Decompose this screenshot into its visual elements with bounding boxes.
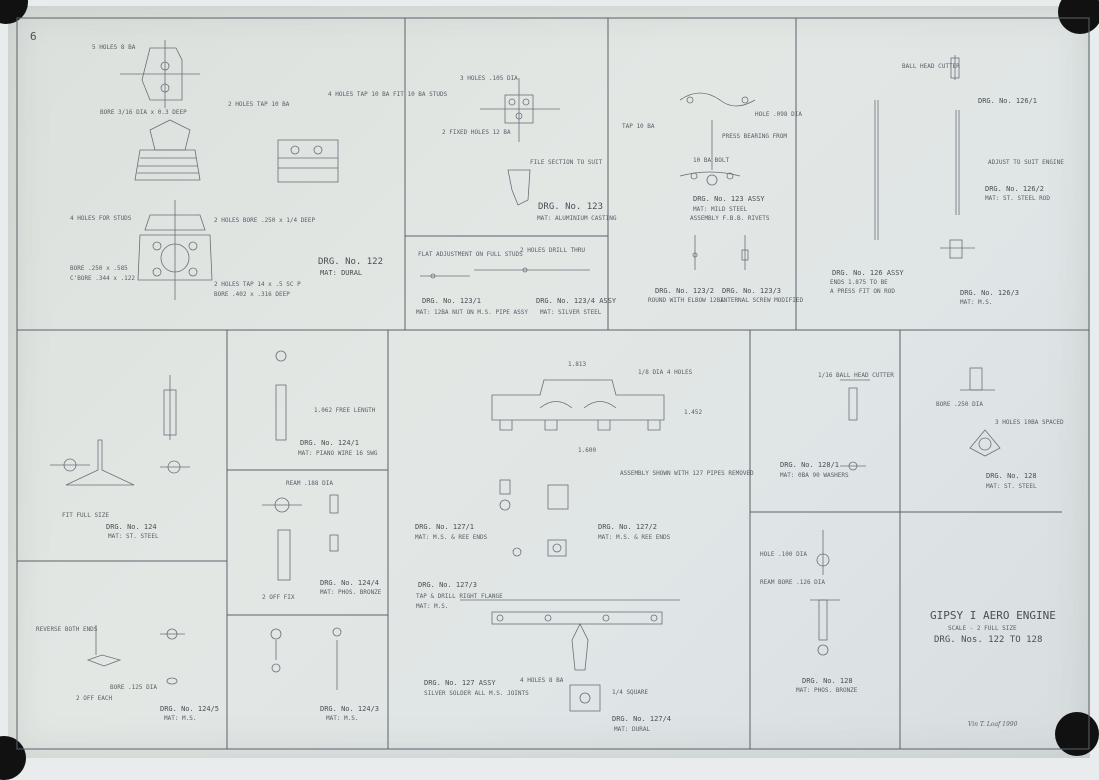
drg-123-1-material: MAT: 12BA NUT ON M.S. PIPE ASSY bbox=[416, 309, 528, 316]
drg-128-number: DRG. No. 128 bbox=[986, 472, 1037, 480]
drg-122-note-8: C'BORE .344 x .122 bbox=[70, 275, 136, 282]
drg-127-3-note: TAP & DRILL RIGHT FLANGE bbox=[416, 593, 503, 600]
drg-123a-note-5: ASSEMBLY F.B.B. RIVETS bbox=[690, 215, 770, 222]
drg-127-4-number: DRG. No. 127/4 bbox=[612, 715, 672, 723]
drg-122-number: DRG. No. 122 bbox=[318, 257, 384, 267]
drg-127-4-note-1: 4 HOLES 8 BA bbox=[520, 677, 564, 684]
drg-122-note-2: BORE 3/16 DIA x 0.3 DEEP bbox=[100, 109, 187, 116]
drg-128-1-material: MAT: 0BA 90 WASHERS bbox=[780, 472, 849, 479]
drg-123a-note-4: 10 BA BOLT bbox=[693, 157, 730, 164]
drg-122-note-4: 4 HOLES TAP 10 BA FIT 10 BA STUDS bbox=[328, 91, 448, 98]
drg-123-1-number: DRG. No. 123/1 bbox=[422, 297, 482, 305]
drg-122-material: MAT: DURAL bbox=[320, 269, 363, 277]
title-block-title: GIPSY I AERO ENGINE bbox=[930, 609, 1056, 622]
drg-127-1-material: MAT: M.S. & REE ENDS bbox=[415, 534, 488, 541]
drg-124-3-number: DRG. No. 124/3 bbox=[320, 705, 380, 713]
drg-128-material: MAT: ST. STEEL bbox=[986, 483, 1037, 490]
drg-128-1-note-1: 1/16 BALL HEAD CUTTER bbox=[818, 372, 894, 379]
drg-124-number: DRG. No. 124 bbox=[106, 523, 157, 531]
drg-122-note-10: BORE .402 x .316 DEEP bbox=[214, 291, 290, 298]
drg-124-1-material: MAT: PIANO WIRE 16 SWG bbox=[298, 450, 378, 457]
drg-126-note-3: ADJUST TO SUIT ENGINE bbox=[988, 159, 1064, 166]
drg-123-material: MAT: ALUMINIUM CASTING bbox=[537, 215, 617, 222]
drg-123a-note-1: TAP 10 BA bbox=[622, 123, 655, 130]
drg-126-material: ENDS 1.875 TO BE bbox=[830, 279, 888, 286]
drg-128b-material: MAT: PHOS. BRONZE bbox=[796, 687, 858, 694]
drg-124-1-number: DRG. No. 124/1 bbox=[300, 439, 360, 447]
drg-127-2-number: DRG. No. 127/2 bbox=[598, 523, 658, 531]
drg-128-1-number: DRG. No. 128/1 bbox=[780, 461, 840, 469]
drg-122-note-5: 4 HOLES FOR STUDS bbox=[70, 215, 132, 222]
drg-126-note-1: A PRESS FIT ON ROD bbox=[830, 288, 896, 295]
drg-123-3-material: INTERNAL SCREW MODIFIED bbox=[720, 297, 804, 304]
drg-123-note-3: FILE SECTION TO SUIT bbox=[530, 159, 603, 166]
drg-124-material: MAT: ST. STEEL bbox=[108, 533, 159, 540]
drg-126-3-material: MAT: M.S. bbox=[960, 299, 993, 306]
drg-126-3-number: DRG. No. 126/3 bbox=[960, 289, 1020, 297]
drg-123-3-number: DRG. No. 123/3 bbox=[722, 287, 782, 295]
drg-123-2-material: ROUND WITH ELBOW 12BA bbox=[648, 297, 724, 304]
drg-123a-material: MAT: MILD STEEL bbox=[693, 206, 748, 213]
drg-127-2-material: MAT: M.S. & REE ENDS bbox=[598, 534, 671, 541]
drg-126-note-2: BALL HEAD CUTTER bbox=[902, 63, 960, 70]
drg-127-1-number: DRG. No. 127/1 bbox=[415, 523, 475, 531]
drg-127-caption: ASSEMBLY SHOWN WITH 127 PIPES REMOVED bbox=[620, 470, 754, 477]
corner-clip-top-right bbox=[1058, 0, 1099, 34]
drg-127-note-2: 1/8 DIA 4 HOLES bbox=[638, 369, 693, 376]
drg-128-note-1: BORE .250 DIA bbox=[936, 401, 983, 408]
drg-124-5-number: DRG. No. 124/5 bbox=[160, 705, 220, 713]
drg-123-2-number: DRG. No. 123/2 bbox=[655, 287, 715, 295]
drawing-sheet bbox=[8, 6, 1090, 758]
drg-128b-number: DRG. No. 128 bbox=[802, 677, 853, 685]
drg-127-assy-number: DRG. No. 127 ASSY bbox=[424, 679, 496, 687]
drg-124-3-material: MAT: M.S. bbox=[326, 715, 359, 722]
drg-122-note-6: 2 HOLES BORE .250 x 1/4 DEEP bbox=[214, 217, 316, 224]
drg-124-4-note-2: 2 OFF FIX bbox=[262, 594, 295, 601]
drg-122-note-9: 2 HOLES TAP 14 x .5 SC P bbox=[214, 281, 301, 288]
drg-124-4-note-1: REAM .188 DIA bbox=[286, 480, 333, 487]
drg-127-assy-material: SILVER SOLDER ALL M.S. JOINTS bbox=[424, 690, 529, 697]
drg-128b-note-2: HOLE .100 DIA bbox=[760, 551, 807, 558]
drg-123-note-1: 3 HOLES .105 DIA bbox=[460, 75, 518, 82]
drg-127-3-number: DRG. No. 127/3 bbox=[418, 581, 478, 589]
drg-127-note-3: 1.600 bbox=[578, 447, 597, 454]
drg-124-5-note-3: BORE .125 DIA bbox=[110, 684, 157, 691]
drg-123-number: DRG. No. 123 bbox=[538, 202, 604, 212]
title-block-drawings: DRG. Nos. 122 TO 128 bbox=[934, 635, 1043, 645]
drg-123-4-material: MAT: SILVER STEEL bbox=[540, 309, 602, 316]
drg-123a-number: DRG. No. 123 ASSY bbox=[693, 195, 765, 203]
drg-126-2-number: DRG. No. 126/2 bbox=[985, 185, 1045, 193]
drg-126-number: DRG. No. 126 ASSY bbox=[832, 269, 904, 277]
drg-122-note-7: BORE .250 x .585 bbox=[70, 265, 128, 272]
drg-127-4-material: MAT: DURAL bbox=[614, 726, 651, 733]
drg-128-note-2: 3 HOLES 10BA SPACED bbox=[995, 419, 1064, 426]
drg-127-note-4: 1.452 bbox=[684, 409, 703, 416]
drg-124-5-note-2: 2 OFF EACH bbox=[76, 695, 113, 702]
drg-124-4-number: DRG. No. 124/4 bbox=[320, 579, 380, 587]
drg-122-note-1: 5 HOLES 8 BA bbox=[92, 44, 136, 51]
title-block-scale: SCALE - 2 FULL SIZE bbox=[948, 625, 1017, 632]
drg-128b-note-1: REAM BORE .126 DIA bbox=[760, 579, 826, 586]
signature: Vin T. Loaf 1990 bbox=[968, 721, 1018, 728]
drg-123a-note-3: PRESS BEARING FROM bbox=[722, 133, 788, 140]
drg-124-5-material: MAT: M.S. bbox=[164, 715, 197, 722]
drg-122-note-3: 2 HOLES TAP 10 BA bbox=[228, 101, 290, 108]
drg-123-note-2: 2 FIXED HOLES 12 BA bbox=[442, 129, 511, 136]
sheet-number: 6 bbox=[30, 30, 37, 43]
drg-127-note-1: 1.813 bbox=[568, 361, 587, 368]
drg-123-4-note-1: FLAT ADJUSTMENT ON FULL STUDS bbox=[418, 251, 523, 258]
drg-124-1-note-1: 1.062 FREE LENGTH bbox=[314, 407, 376, 414]
drg-124-5-note-1: REVERSE BOTH ENDS bbox=[36, 626, 98, 633]
drg-124-4-material: MAT: PHOS. BRONZE bbox=[320, 589, 382, 596]
drg-124-note-1: FIT FULL SIZE bbox=[62, 512, 109, 519]
drg-127-3-material: MAT: M.S. bbox=[416, 603, 449, 610]
drg-123-4-note-2: 2 HOLES DRILL THRU bbox=[520, 247, 586, 254]
drg-126-2-material: MAT: ST. STEEL ROD bbox=[985, 195, 1051, 202]
drg-123-4-number: DRG. No. 123/4 ASSY bbox=[536, 297, 617, 305]
drg-127-4-note-2: 1/4 SQUARE bbox=[612, 689, 649, 696]
drg-123a-note-2: HOLE .098 DIA bbox=[755, 111, 802, 118]
drg-126-1-number: DRG. No. 126/1 bbox=[978, 97, 1038, 105]
